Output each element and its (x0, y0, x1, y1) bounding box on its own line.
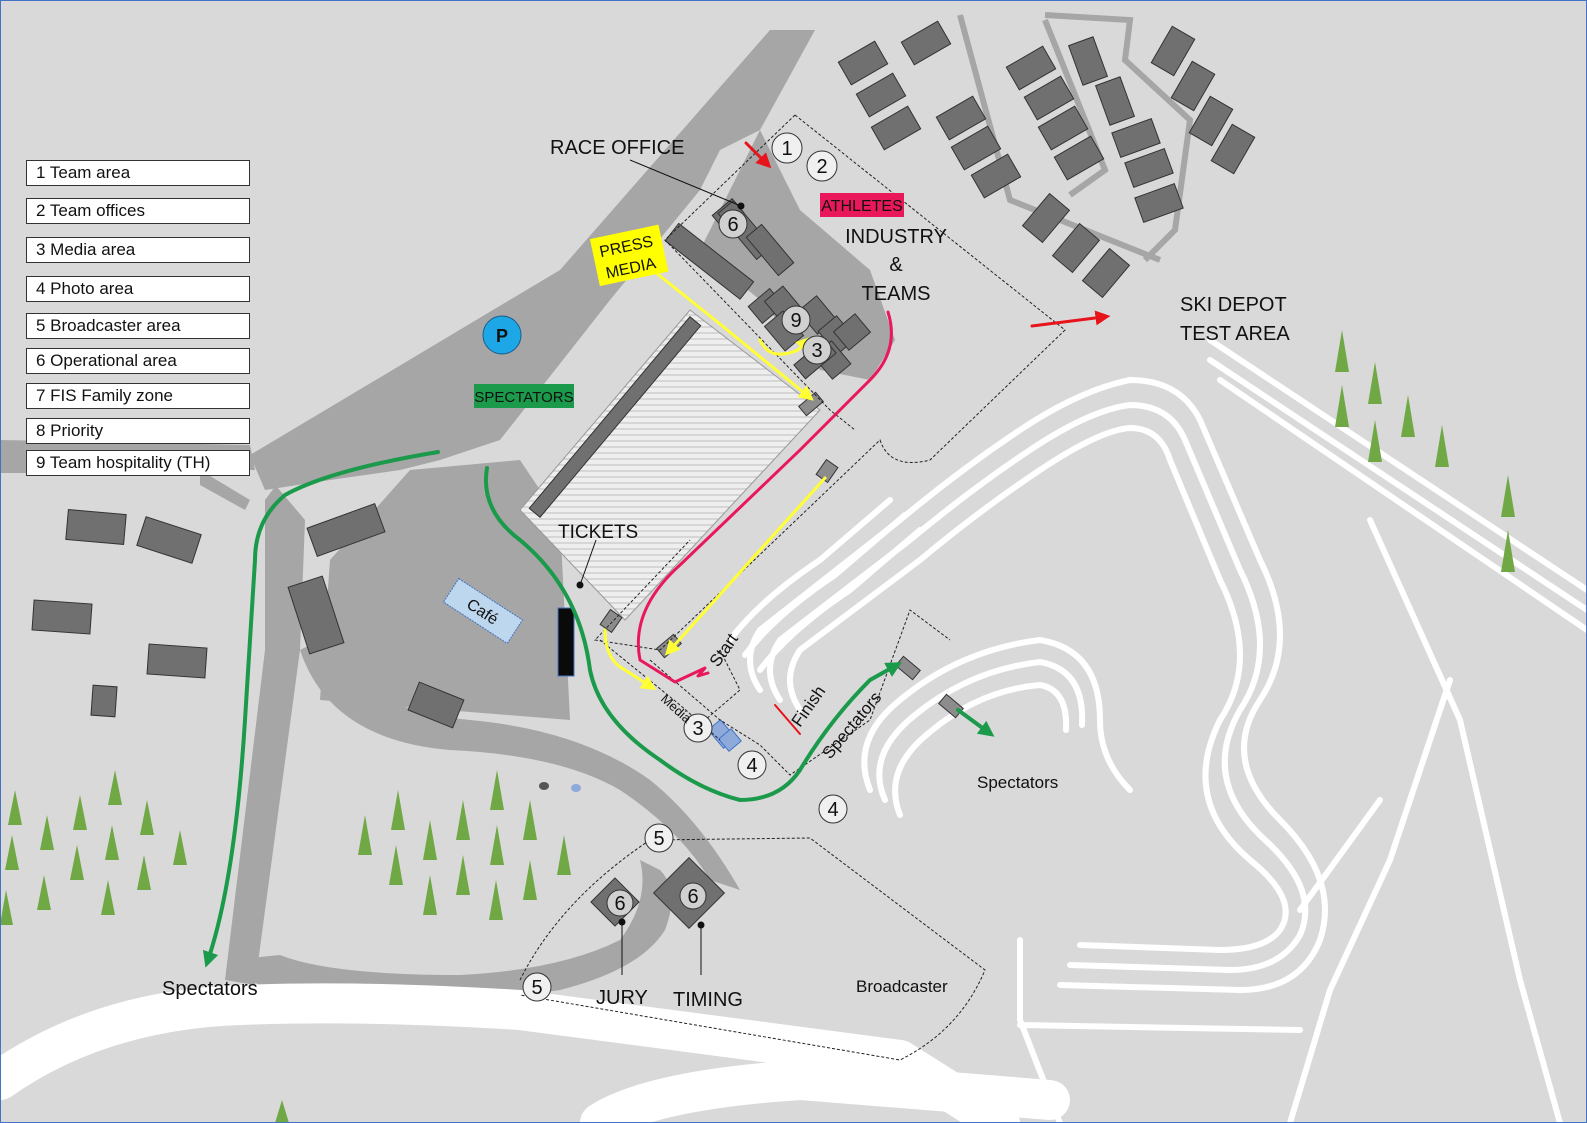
marker-5-top[interactable]: 5 (644, 823, 674, 853)
leader-lines (576, 159, 745, 975)
finish-line (774, 704, 801, 735)
svg-text:5: 5 (531, 977, 542, 999)
svg-text:3: 3 (692, 718, 703, 740)
timing-label: TIMING (673, 989, 743, 1011)
legend-item-photo-area: 4 Photo area (26, 276, 250, 302)
media-route-bottom (603, 628, 657, 691)
legend-item-fis-family-zone: 7 FIS Family zone (26, 383, 250, 409)
legend-item-media-area: 3 Media area (26, 237, 250, 263)
athletes-route (636, 310, 893, 684)
media-route-stadium (664, 476, 827, 656)
svg-text:4: 4 (827, 799, 838, 821)
zone-boundaries (519, 114, 1066, 1061)
svg-text:4: 4 (746, 755, 757, 777)
athletes-badge[interactable]: ATHLETES (820, 193, 904, 217)
svg-text:5: 5 (653, 828, 664, 850)
legend-item-broadcaster-area: 5 Broadcaster area (26, 313, 250, 339)
industry-amp-label: & (889, 254, 903, 276)
spectators-route-main (484, 466, 902, 802)
race-office-label: RACE OFFICE (550, 137, 684, 159)
spectators-left-label: Spectators (162, 978, 258, 1000)
marker-3-top[interactable]: 3 (802, 335, 832, 365)
number-markers: 1 2 6 9 3 3 4 4 5 5 6 6 (522, 132, 848, 1002)
routes (202, 141, 1111, 968)
legend-item-team-area: 1 Team area (26, 160, 250, 186)
svg-text:1: 1 (781, 138, 792, 160)
svg-text:6: 6 (614, 893, 625, 915)
parking-marker[interactable]: P (482, 315, 522, 355)
parking-icon (482, 315, 522, 355)
media-route-top (648, 266, 814, 401)
marker-1[interactable]: 1 (771, 132, 803, 164)
svg-text:SPECTATORS: SPECTATORS (474, 389, 573, 406)
svg-text:2: 2 (816, 156, 827, 178)
legend-item-team-offices: 2 Team offices (26, 198, 250, 224)
svg-text:3: 3 (811, 340, 822, 362)
svg-text:9: 9 (790, 310, 801, 332)
ski-tracks (0, 337, 1587, 1123)
access-arrow-1 (744, 141, 772, 169)
marker-4-bottom[interactable]: 4 (737, 750, 767, 780)
buildings (31, 20, 1256, 729)
svg-text:ATHLETES: ATHLETES (821, 198, 903, 215)
jury-label: JURY (596, 987, 648, 1009)
press-media-badge[interactable]: PRESS MEDIA (589, 224, 669, 287)
media-route-curl (758, 336, 812, 356)
marker-3-bottom[interactable]: 3 (683, 713, 713, 743)
tickets-label: TICKETS (558, 522, 638, 543)
legend-item-operational-area: 6 Operational area (26, 348, 250, 374)
spectators-route-right (956, 708, 995, 737)
trees (0, 330, 1515, 1123)
marker-6-timing[interactable]: 6 (679, 882, 707, 910)
ski-depot-arrow (1030, 310, 1111, 328)
spectators-badge[interactable]: SPECTATORS (474, 384, 574, 408)
marker-6-jury[interactable]: 6 (606, 889, 634, 917)
marker-5-bottom[interactable]: 5 (522, 972, 552, 1002)
svg-text:6: 6 (727, 214, 738, 236)
spectators-right-label: Spectators (977, 773, 1058, 792)
marker-2[interactable]: 2 (806, 150, 838, 182)
test-area-label: TEST AREA (1180, 323, 1290, 345)
legend-item-team-hospitality: 9 Team hospitality (TH) (26, 450, 250, 476)
industry-label: INDUSTRY (845, 226, 947, 248)
legend-item-priority: 8 Priority (26, 418, 250, 444)
ski-depot-label: SKI DEPOT (1180, 294, 1287, 316)
marker-9[interactable]: 9 (781, 305, 811, 335)
marker-6-top[interactable]: 6 (718, 209, 748, 239)
marker-4-right[interactable]: 4 (818, 794, 848, 824)
svg-text:P: P (496, 326, 508, 346)
svg-text:6: 6 (687, 886, 698, 908)
teams-label: TEAMS (862, 283, 931, 305)
spectators-route-left (202, 450, 440, 968)
broadcaster-label: Broadcaster (856, 977, 948, 996)
